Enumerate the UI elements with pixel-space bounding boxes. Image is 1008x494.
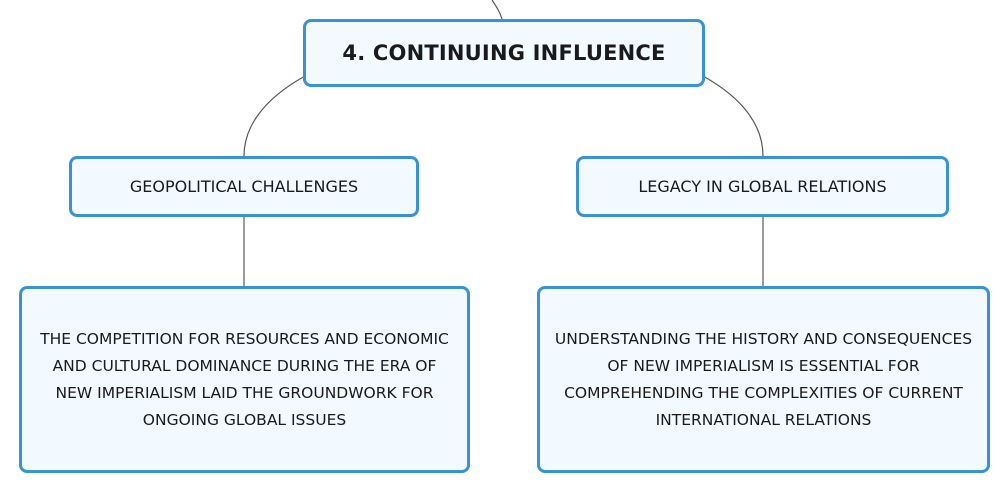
connector-root-to-legacy bbox=[702, 75, 764, 157]
node-geopolitical-detail-text: THE COMPETITION FOR RESOURCES AND ECONOM… bbox=[40, 329, 449, 429]
node-legacy-detail-text: UNDERSTANDING THE HISTORY AND CONSEQUENC… bbox=[554, 329, 973, 429]
connector-root-to-geopolitical bbox=[243, 75, 306, 157]
node-legacy-in-global-relations-label: LEGACY IN GLOBAL RELATIONS bbox=[638, 177, 887, 196]
node-legacy-in-global-relations[interactable]: LEGACY IN GLOBAL RELATIONS bbox=[576, 156, 949, 217]
connector-incoming-root bbox=[491, 0, 503, 20]
node-geopolitical-detail[interactable]: THE COMPETITION FOR RESOURCES AND ECONOM… bbox=[19, 286, 470, 473]
root-node-label: 4. CONTINUING INFLUENCE bbox=[342, 41, 666, 65]
node-geopolitical-challenges[interactable]: GEOPOLITICAL CHALLENGES bbox=[69, 156, 419, 217]
node-legacy-detail[interactable]: UNDERSTANDING THE HISTORY AND CONSEQUENC… bbox=[537, 286, 990, 473]
root-node[interactable]: 4. CONTINUING INFLUENCE bbox=[303, 19, 705, 87]
node-geopolitical-challenges-label: GEOPOLITICAL CHALLENGES bbox=[129, 177, 359, 196]
